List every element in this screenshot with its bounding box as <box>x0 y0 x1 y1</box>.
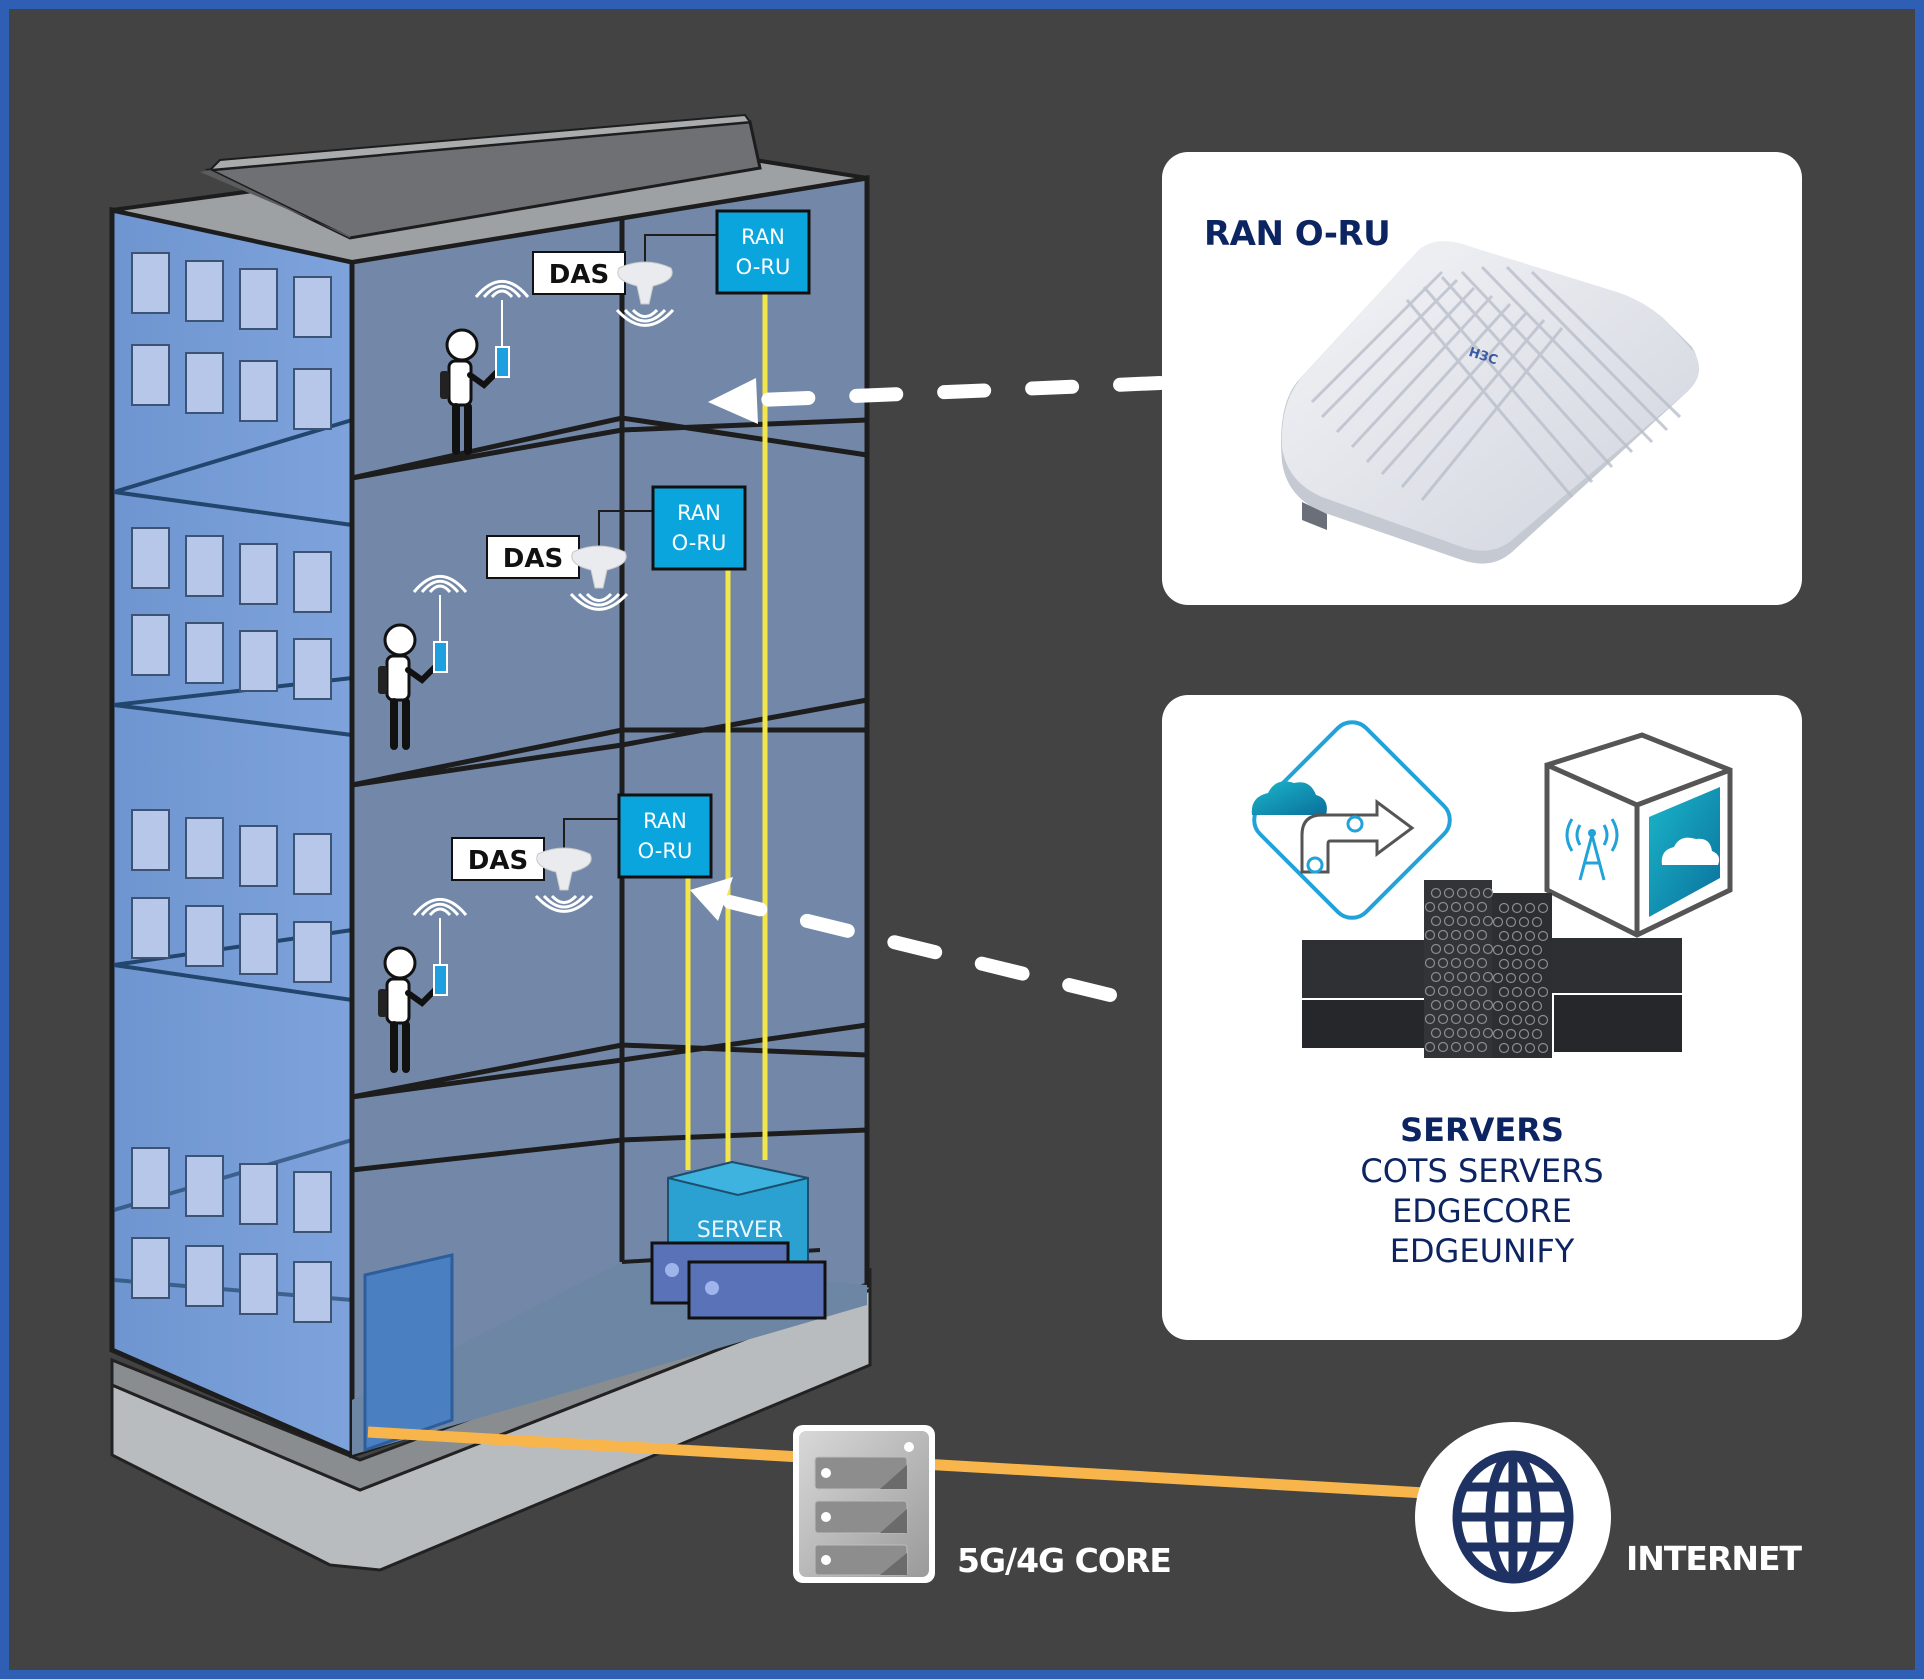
window <box>185 905 224 967</box>
servers-card: SERVERS COTS SERVERS EDGECORE EDGEUNIFY <box>1162 695 1802 1340</box>
das-antenna-icon <box>571 545 627 589</box>
window <box>131 897 170 959</box>
arrow-servers-card-to-building <box>690 877 1117 1002</box>
window <box>131 527 170 589</box>
window <box>131 614 170 676</box>
window <box>185 1245 224 1307</box>
building-roof <box>111 113 868 265</box>
window <box>239 1163 278 1225</box>
person-with-phone-icon <box>378 575 468 750</box>
window <box>239 913 278 975</box>
window <box>131 344 170 406</box>
core-server-icon <box>793 1425 935 1583</box>
window <box>239 360 278 422</box>
window <box>239 630 278 692</box>
window <box>239 1253 278 1315</box>
building-door <box>363 1253 454 1453</box>
window <box>293 1171 332 1233</box>
das-antenna-icon <box>617 261 673 305</box>
window <box>131 252 170 314</box>
ran-oru-box <box>617 793 713 879</box>
servers-line-cots: COTS SERVERS <box>1360 1152 1604 1190</box>
window <box>293 551 332 613</box>
das-label-box <box>451 837 545 881</box>
ran-oru-card-title: RAN O-RU <box>1204 214 1391 254</box>
edge-cube-icon <box>1544 732 1733 938</box>
diagram-svg: SERVER DAS RAN O-RU DAS RAN O-RU DAS RAN O-RU <box>109 113 1611 1612</box>
building-windows <box>131 252 332 1323</box>
window <box>293 833 332 895</box>
window <box>185 817 224 879</box>
das-label-box <box>486 535 580 579</box>
das-label: DAS <box>549 260 609 290</box>
window <box>131 1237 170 1299</box>
in-building-server: SERVER <box>650 1160 827 1320</box>
window <box>131 1147 170 1209</box>
floor-unit-1: DAS RAN O-RU <box>440 209 811 455</box>
window <box>239 543 278 605</box>
ran-oru-box <box>715 209 811 295</box>
ran-label-line1: RAN <box>643 809 687 833</box>
ran-label-line2: O-RU <box>638 839 693 863</box>
arrow-ran-card-to-building <box>708 376 1167 424</box>
floor-units: DAS RAN O-RU DAS RAN O-RU DAS RAN O-RU <box>378 209 811 1073</box>
fiber-lines <box>685 292 768 1170</box>
window <box>185 260 224 322</box>
ran-label-line2: O-RU <box>672 531 727 555</box>
servers-heading: SERVERS <box>1400 1111 1564 1149</box>
core-label: 5G/4G CORE <box>957 1541 1172 1580</box>
window <box>239 825 278 887</box>
window <box>185 1155 224 1217</box>
building-base <box>110 1267 872 1572</box>
floor-unit-2: DAS RAN O-RU <box>378 485 747 750</box>
window <box>293 276 332 338</box>
servers-line-edgeunify: EDGEUNIFY <box>1389 1232 1575 1270</box>
window <box>185 622 224 684</box>
ran-oru-card: RAN O-RU H3C <box>1162 152 1802 605</box>
das-label: DAS <box>468 846 528 876</box>
window <box>131 809 170 871</box>
cloud-routing-icon <box>1251 720 1452 920</box>
person-with-phone-icon <box>378 898 468 1073</box>
floor-unit-3: DAS RAN O-RU <box>378 793 713 1073</box>
ran-label-line2: O-RU <box>736 255 791 279</box>
ran-label-line1: RAN <box>677 501 721 525</box>
das-label: DAS <box>503 544 563 574</box>
person-with-phone-icon <box>440 280 530 455</box>
window <box>239 268 278 330</box>
diagram-canvas: SERVER DAS RAN O-RU DAS RAN O-RU DAS RAN O-RU <box>9 9 1915 1670</box>
window <box>185 535 224 597</box>
window <box>185 352 224 414</box>
das-antenna-icon <box>536 847 592 891</box>
servers-line-edgecore: EDGECORE <box>1392 1192 1572 1230</box>
window <box>293 921 332 983</box>
window <box>293 368 332 430</box>
window <box>293 1261 332 1323</box>
servers-product-image <box>1302 880 1682 1058</box>
radio-unit-image: H3C <box>1281 241 1700 564</box>
ran-oru-box <box>651 485 747 571</box>
internet-label: INTERNET <box>1626 1539 1802 1578</box>
internet-globe-icon <box>1415 1422 1611 1612</box>
ran-label-line1: RAN <box>741 225 785 249</box>
server-label: SERVER <box>697 1218 783 1243</box>
servers-card-graphics <box>1251 720 1733 1058</box>
window <box>293 638 332 700</box>
das-label-box <box>532 251 626 295</box>
